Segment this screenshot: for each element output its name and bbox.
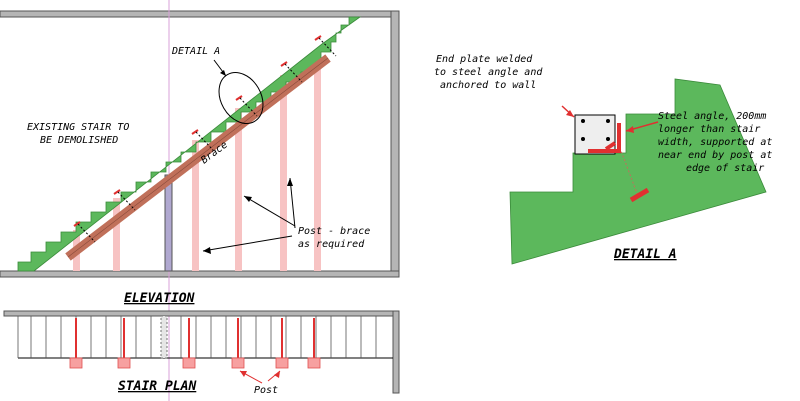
detail-a-arrowhead	[220, 70, 226, 76]
post	[235, 108, 242, 271]
floor-slab	[0, 270, 400, 278]
plan-top-wall	[3, 310, 397, 317]
plan-post-arrowheads	[240, 371, 280, 378]
plan-post	[69, 357, 83, 369]
detail-dashed-angle	[619, 147, 639, 197]
stair-plan-title: STAIR PLAN	[118, 379, 196, 394]
post	[113, 198, 120, 271]
detail-a-title: DETAIL A	[613, 247, 677, 262]
post-support-mark	[629, 187, 650, 203]
existing-stair-label-1: EXISTING STAIR TO	[27, 122, 129, 133]
angle-arrowhead	[626, 126, 634, 133]
end-plate-label-1: End plate welded	[436, 54, 533, 65]
end-plate-label-2: to steel angle and	[434, 67, 543, 78]
plan-posts	[69, 357, 321, 369]
post	[280, 75, 287, 271]
detail-a-callout-circle	[218, 72, 264, 124]
stair-plan-view: STAIR PLAN Post	[3, 310, 400, 396]
plan-post	[275, 357, 289, 369]
angle-label-3: width, supported at	[658, 137, 772, 148]
end-plate-label-3: anchored to wall	[440, 80, 536, 91]
angle-marks	[73, 35, 322, 227]
end-plate-arrowhead	[566, 110, 574, 117]
angle-label-2: longer than stair	[658, 124, 760, 135]
detail-stair-section	[509, 78, 767, 265]
angle-dashes	[77, 37, 337, 243]
angle-label-5: edge of stair	[686, 163, 764, 174]
plan-existing-post	[160, 315, 168, 359]
ceiling-slab	[0, 10, 394, 18]
plan-post	[182, 357, 196, 369]
plan-post	[231, 357, 245, 369]
detail-a-label: DETAIL A	[171, 46, 220, 57]
post	[314, 50, 321, 271]
plan-angles	[75, 318, 315, 362]
angle-label-4: near end by post at	[658, 150, 772, 161]
existing-post	[164, 174, 173, 272]
brace-outline	[67, 57, 329, 258]
plan-post	[307, 357, 321, 369]
anchor-bolts	[581, 119, 610, 141]
plan-right-wall	[392, 310, 400, 394]
detail-a-view: End plate welded to steel angle and anch…	[434, 54, 772, 265]
post-leader-arrowheads	[203, 178, 293, 254]
post-leaders	[202, 177, 296, 252]
right-wall	[390, 10, 400, 278]
plan-post-label: Post	[254, 385, 278, 396]
elevation-title: ELEVATION	[124, 291, 195, 306]
elevation-view: DETAIL A EXISTING STAIR TO BE DEMOLISHED…	[0, 0, 400, 401]
angle-label-1: Steel angle, 200mm	[658, 111, 766, 122]
existing-stair-label-2: BE DEMOLISHED	[40, 135, 118, 146]
post-brace-label-1: Post - brace	[298, 226, 370, 237]
post-brace-label-2: as required	[298, 239, 365, 250]
steel-angle-end	[604, 141, 617, 151]
plan-treads	[17, 316, 377, 358]
post	[192, 140, 199, 271]
plan-post	[117, 357, 131, 369]
